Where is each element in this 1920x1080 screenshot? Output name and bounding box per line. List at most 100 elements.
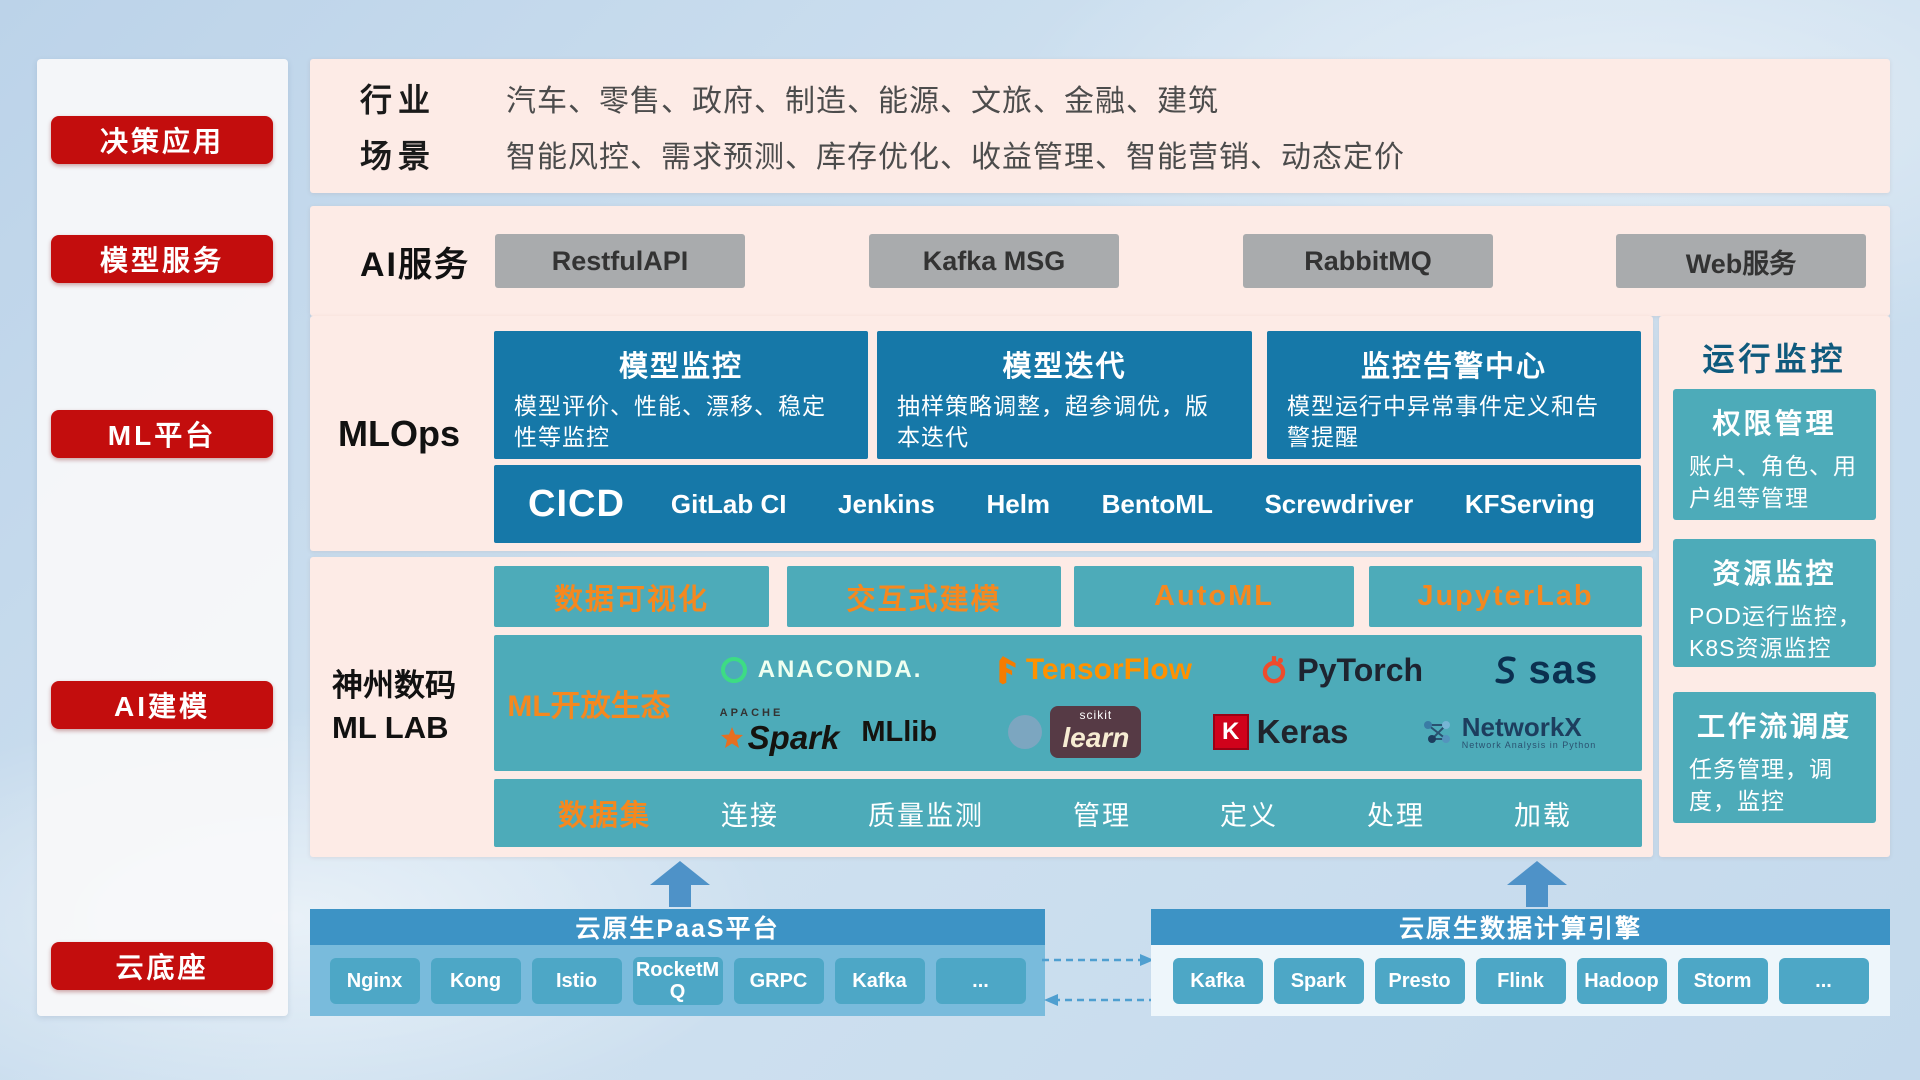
cicd-label: CICD (528, 482, 625, 525)
service-restfulapi-button[interactable]: RestfulAPI (495, 234, 745, 288)
sidebar-item-model-services[interactable]: 模型服务 (51, 235, 273, 283)
tool-spark[interactable]: Spark (1273, 957, 1364, 1004)
service-rabbitmq-button[interactable]: RabbitMQ (1243, 234, 1493, 288)
arrow-stem (1526, 885, 1548, 907)
service-label: Web服务 (1685, 248, 1797, 279)
ml-ecosystem-logos: ANACONDA. TensorFlow PyTorch sas (684, 635, 1642, 771)
card-title: 模型监控 (618, 351, 743, 383)
tool-storm[interactable]: Storm (1677, 957, 1768, 1004)
keras-wordmark: Keras (1256, 713, 1349, 751)
dataset-item-connect: 连接 (721, 800, 780, 831)
sidebar-item-decision-apps[interactable]: 决策应用 (51, 116, 273, 164)
tool-more[interactable]: ... (1778, 957, 1869, 1004)
tool-presto[interactable]: Presto (1374, 957, 1465, 1004)
scenario-row: 场景 智能风控、需求预测、库存优化、收益管理、智能营销、动态定价 (360, 129, 1860, 179)
networkx-wordmark: NetworkX (1461, 712, 1582, 743)
run-monitoring-title: 运行监控 (1702, 341, 1847, 377)
service-kafka-msg-button[interactable]: Kafka MSG (869, 234, 1119, 288)
mllab-panel: 神州数码 ML LAB 数据可视化 交互式建模 AutoML JupyterLa… (310, 557, 1653, 857)
tensorflow-icon (999, 656, 1016, 685)
tool-kafka[interactable]: Kafka (1172, 957, 1263, 1004)
mlops-panel: MLOps 模型监控 模型评价、性能、漂移、稳定性等监控 模型迭代 抽样策略调整… (310, 316, 1653, 551)
spark-wordmark-row: Spark (720, 719, 840, 757)
tool-grpc[interactable]: GRPC (733, 957, 824, 1004)
mllab-label: 神州数码 ML LAB (332, 557, 490, 857)
sidebar-item-label: 模型服务 (99, 245, 224, 276)
tool-istio[interactable]: Istio (531, 957, 622, 1004)
industry-row: 行业 汽车、零售、政府、制造、能源、文旅、金融、建筑 (360, 73, 1860, 123)
feature-jupyterlab[interactable]: JupyterLab (1369, 566, 1642, 627)
industry-value: 汽车、零售、政府、制造、能源、文旅、金融、建筑 (506, 85, 1219, 118)
alert-center-card: 监控告警中心 模型运行中异常事件定义和告警提醒 (1267, 331, 1641, 459)
sidebar-item-ai-modeling[interactable]: AI建模 (51, 681, 273, 729)
tool-hadoop[interactable]: Hadoop (1576, 957, 1667, 1004)
data-engine-title: 云原生数据计算引擎 (1398, 915, 1642, 943)
dataset-label: 数据集 (558, 800, 652, 832)
arrow-stem (669, 885, 691, 907)
card-title: 工作流调度 (1696, 711, 1852, 742)
scenario-value: 智能风控、需求预测、库存优化、收益管理、智能营销、动态定价 (506, 141, 1405, 174)
tool-more[interactable]: ... (935, 957, 1026, 1004)
tool-nginx[interactable]: Nginx (329, 957, 420, 1004)
tool-rocketmq[interactable]: RocketMQ (632, 956, 723, 1005)
feature-data-visualization[interactable]: 数据可视化 (494, 566, 769, 627)
keras-icon: K (1212, 714, 1249, 751)
card-title: 模型迭代 (1002, 351, 1127, 383)
pytorch-wordmark: PyTorch (1297, 651, 1424, 688)
feature-label: AutoML (1154, 580, 1274, 612)
dataset-item-quality: 质量监测 (868, 800, 984, 831)
up-arrow-data-engine (1507, 861, 1567, 907)
model-iteration-card: 模型迭代 抽样策略调整，超参调优，版本迭代 (877, 331, 1252, 459)
spark-stack: APACHE Spark (720, 707, 840, 757)
dataset-item-manage: 管理 (1072, 800, 1131, 831)
resource-monitoring-card: 资源监控 POD运行监控，K8S资源监控 (1673, 539, 1876, 667)
dataset-item-process: 处理 (1366, 800, 1425, 831)
paas-title: 云原生PaaS平台 (575, 915, 780, 943)
cicd-tool-bentoml: BentoML (1101, 488, 1213, 519)
tool-label: Kong (449, 969, 502, 992)
dashed-exchange-arrows (1042, 954, 1156, 1006)
card-desc: POD运行监控，K8S资源监控 (1689, 603, 1862, 662)
service-label: Kafka MSG (922, 245, 1066, 276)
tool-kafka[interactable]: Kafka (834, 957, 925, 1004)
cicd-tool-kfserving: KFServing (1464, 488, 1595, 519)
cicd-tool-helm: Helm (986, 488, 1051, 519)
tool-flink[interactable]: Flink (1475, 957, 1566, 1004)
feature-label: 数据可视化 (553, 583, 709, 616)
scenario-label: 场景 (360, 138, 437, 174)
sidebar-item-cloud-base[interactable]: 云底座 (51, 942, 273, 990)
data-engine-tools-strip: Kafka Spark Presto Flink Hadoop Storm ..… (1151, 945, 1890, 1016)
mllab-label-line1: 神州数码 (332, 668, 456, 704)
feature-automl[interactable]: AutoML (1074, 566, 1354, 627)
networkx-subtitle: Network Analysis in Python (1461, 740, 1597, 751)
networkx-wordmark-stack: NetworkX Network Analysis in Python (1462, 714, 1597, 750)
ml-ecosystem-box: ML开放生态 ANACONDA. TensorFlow PyTorch (494, 635, 1642, 771)
anaconda-icon (720, 657, 747, 684)
scikit-learn-logo: scikit learn (1008, 706, 1142, 759)
tool-label: GRPC (749, 969, 808, 992)
service-web-button[interactable]: Web服务 (1616, 234, 1866, 288)
ecosystem-logo-row: APACHE Spark MLlib scikit learn (684, 706, 1632, 759)
arrow-head (650, 861, 710, 885)
paas-header: 云原生PaaS平台 (310, 909, 1045, 945)
ai-services-panel: AI服务 RestfulAPI Kafka MSG RabbitMQ Web服务 (310, 206, 1890, 316)
spark-wordmark: Spark (747, 719, 840, 757)
card-title: 权限管理 (1712, 408, 1837, 439)
sidebar-item-label: AI建模 (113, 691, 210, 722)
tool-label: Flink (1497, 969, 1544, 992)
tool-label: Istio (555, 969, 598, 992)
scikit-learn-wordmark: scikit learn (1050, 706, 1142, 759)
service-label: RestfulAPI (551, 245, 689, 276)
tool-label: RocketMQ (635, 958, 720, 1003)
networkx-logo: NetworkX Network Analysis in Python (1420, 714, 1597, 750)
sidebar-item-ml-platform[interactable]: ML平台 (51, 410, 273, 458)
run-monitoring-panel: 运行监控 权限管理 账户、角色、用户组等管理 资源监控 POD运行监控，K8S资… (1659, 316, 1890, 857)
feature-interactive-modeling[interactable]: 交互式建模 (787, 566, 1061, 627)
anaconda-wordmark: ANACONDA. (757, 656, 923, 684)
tool-kong[interactable]: Kong (430, 957, 521, 1004)
card-title: 监控告警中心 (1360, 351, 1547, 383)
dataset-bar: 数据集 连接 质量监测 管理 定义 处理 加载 (494, 779, 1642, 847)
data-engine-header: 云原生数据计算引擎 (1151, 909, 1890, 945)
networkx-icon (1423, 721, 1450, 744)
tool-label: Kafka (852, 969, 907, 992)
